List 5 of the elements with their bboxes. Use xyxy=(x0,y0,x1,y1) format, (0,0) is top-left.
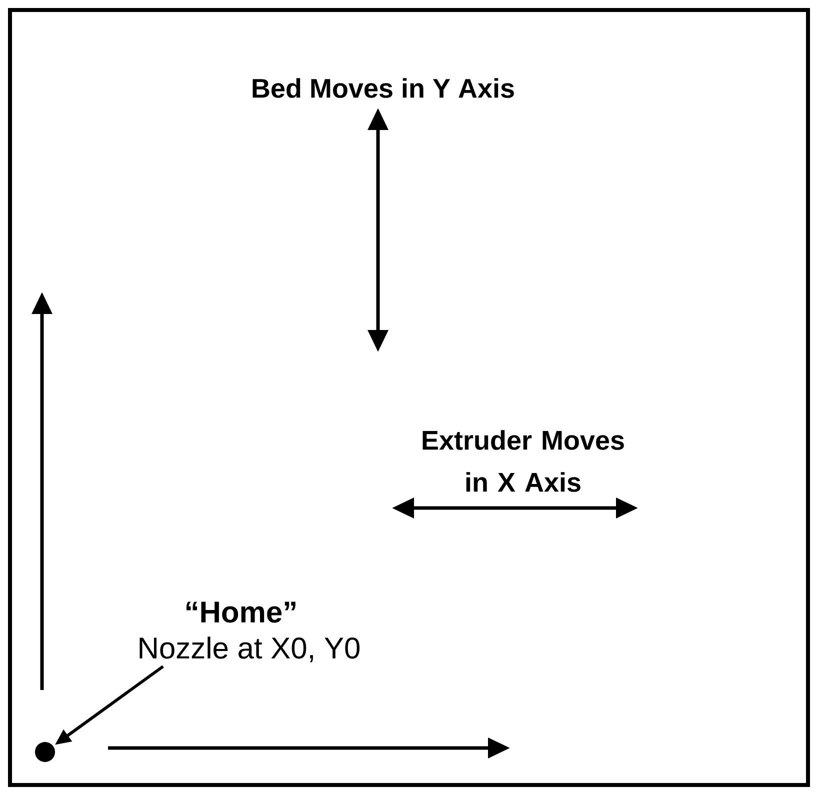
caption-text: Nozzle at X0, Y0 xyxy=(140,636,360,662)
direction-label: Bed Moves in Y Axis xyxy=(252,78,514,98)
heading-text: “Home” xyxy=(186,602,296,623)
direction-label: Extruder Moves in X Axis xyxy=(422,430,624,492)
home-dot xyxy=(35,742,55,762)
